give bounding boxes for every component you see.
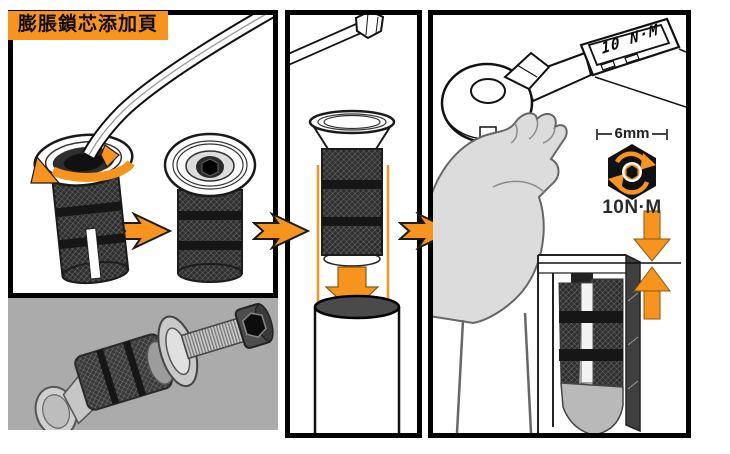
hex-size-callout: 6mm bbox=[596, 126, 668, 142]
page-title: 膨脹鎖芯添加頁 bbox=[8, 11, 169, 40]
bracket-line bbox=[598, 133, 613, 135]
hex-size-label: 6mm bbox=[614, 125, 650, 142]
torque-spec-label: 10N·M bbox=[602, 197, 662, 218]
product-photo-background bbox=[8, 298, 278, 430]
bracket-tick bbox=[596, 128, 598, 140]
step-panel-torque bbox=[428, 10, 691, 438]
step-arrow-icon bbox=[398, 212, 456, 250]
step-arrow-icon bbox=[252, 212, 310, 250]
bracket-line bbox=[651, 133, 666, 135]
bracket-tick bbox=[666, 128, 668, 140]
step-panel-loosen bbox=[8, 10, 278, 298]
step-arrow-icon bbox=[114, 212, 172, 250]
